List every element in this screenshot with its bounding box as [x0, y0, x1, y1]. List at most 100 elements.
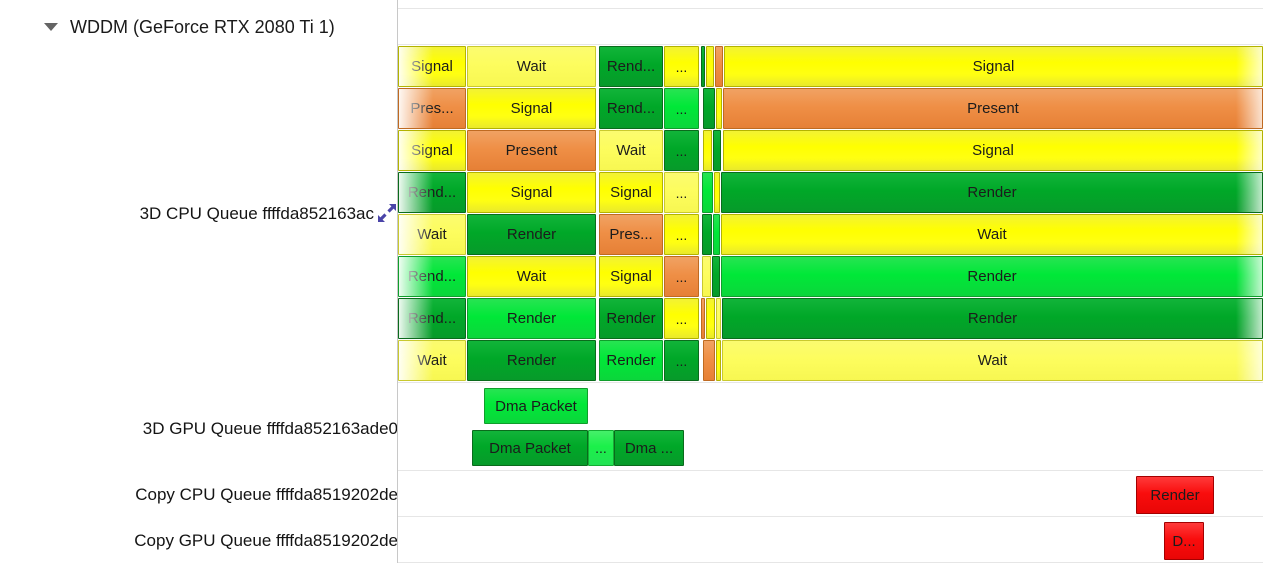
timeline-segment[interactable]: [701, 46, 705, 87]
timeline-segment[interactable]: [716, 88, 722, 129]
timeline-segment[interactable]: [703, 88, 715, 129]
timeline-segment[interactable]: Render: [721, 256, 1263, 297]
timeline-segment[interactable]: Rend...: [398, 256, 466, 297]
timeline-segment[interactable]: Wait: [467, 256, 596, 297]
timeline-segment[interactable]: Present: [467, 130, 596, 171]
timeline-segment[interactable]: Rend...: [398, 172, 466, 213]
timeline-segment[interactable]: Dma Packet: [484, 388, 588, 424]
timeline-segment[interactable]: Signal: [724, 46, 1263, 87]
3d-gpu-queue-lane-0: Dma Packet: [398, 388, 1263, 424]
triangle-down-icon[interactable]: [44, 23, 58, 31]
timeline-segment[interactable]: ...: [664, 130, 699, 171]
timeline-segment[interactable]: ...: [664, 298, 699, 339]
3d-gpu-queue-lane-1: Dma Packet... Dma ...: [398, 430, 1263, 466]
timeline-segment[interactable]: [713, 214, 720, 255]
timeline-segment[interactable]: Wait: [722, 340, 1263, 381]
timeline-segment[interactable]: [712, 256, 720, 297]
segment-label: ...: [675, 58, 688, 75]
row-label-text: Copy GPU Queue ffffda8519202de: [134, 531, 398, 550]
timeline-segment[interactable]: Signal: [599, 172, 663, 213]
segment-label: Render: [606, 352, 656, 369]
segment-label: ...: [595, 440, 607, 456]
collapse-arrows-icon[interactable]: [376, 203, 397, 223]
timeline-segment[interactable]: Signal: [398, 46, 466, 87]
row-label-3d-gpu-queue[interactable]: 3D GPU Queue ffffda852163ade0: [0, 416, 397, 442]
group-header-wddm[interactable]: WDDM (GeForce RTX 2080 Ti 1): [0, 11, 397, 43]
segment-label: Wait: [417, 226, 447, 243]
timeline-segment[interactable]: D...: [1164, 522, 1204, 560]
timeline-segment[interactable]: Wait: [398, 214, 466, 255]
segment-label: ...: [675, 142, 688, 159]
timeline-segment[interactable]: ...: [664, 256, 699, 297]
timeline-segment[interactable]: [714, 172, 720, 213]
timeline-segment[interactable]: ...: [664, 88, 699, 129]
segment-label: Signal: [411, 58, 453, 75]
timeline-segment[interactable]: Signal: [599, 256, 663, 297]
timeline-segment[interactable]: Present: [723, 88, 1263, 129]
row-label-3d-cpu-queue[interactable]: 3D CPU Queue ffffda852163ac: [0, 200, 397, 228]
row-separator: [398, 470, 1263, 471]
timeline-segment[interactable]: Render: [721, 172, 1263, 213]
segment-label: Dma ...: [624, 439, 674, 457]
timeline-segment[interactable]: [701, 298, 705, 339]
timeline-segment[interactable]: Render: [467, 214, 596, 255]
timeline-segment[interactable]: Render: [722, 298, 1263, 339]
timeline-segment[interactable]: Signal: [398, 130, 466, 171]
timeline-segment[interactable]: Rend...: [398, 298, 466, 339]
timeline-segment[interactable]: Wait: [721, 214, 1263, 255]
3d-cpu-queue-lane-6: Rend... Render Render... Render: [398, 298, 1263, 339]
timeline-segment[interactable]: Render: [467, 298, 596, 339]
timeline-segment[interactable]: Pres...: [599, 214, 663, 255]
segment-label: ...: [675, 184, 688, 201]
row-separator: [398, 382, 1263, 383]
3d-cpu-queue-lane-1: Pres...Signal Rend...... Present: [398, 88, 1263, 129]
row-separator: [398, 8, 1263, 9]
timeline-segment[interactable]: Render: [467, 340, 596, 381]
segment-label: ...: [675, 352, 688, 369]
segment-label: Present: [967, 100, 1019, 117]
timeline-segment[interactable]: [702, 172, 713, 213]
segment-label: Dma Packet: [489, 439, 571, 457]
timeline-segment[interactable]: ...: [664, 46, 699, 87]
timeline-segment[interactable]: Render: [599, 298, 663, 339]
timeline-segment[interactable]: [703, 340, 715, 381]
segment-label: Render: [967, 268, 1017, 285]
timeline-segment[interactable]: Rend...: [599, 88, 663, 129]
timeline-segment[interactable]: [713, 130, 721, 171]
timeline-segment[interactable]: [706, 298, 715, 339]
timeline-segment[interactable]: Dma ...: [614, 430, 684, 466]
timeline-segment[interactable]: [706, 46, 714, 87]
timeline-segment[interactable]: [703, 130, 712, 171]
timeline-segment[interactable]: [702, 214, 712, 255]
timeline-segment[interactable]: Wait: [398, 340, 466, 381]
timeline-segment[interactable]: Dma Packet: [472, 430, 588, 466]
segment-label: Rend...: [606, 100, 656, 117]
timeline-segment[interactable]: ...: [588, 430, 614, 466]
timeline-segment[interactable]: ...: [664, 172, 699, 213]
timeline-segment[interactable]: Signal: [723, 130, 1263, 171]
row-label-copy-gpu-queue[interactable]: Copy GPU Queue ffffda8519202de: [0, 528, 398, 554]
timeline-segment[interactable]: Wait: [599, 130, 663, 171]
segment-label: Present: [505, 142, 558, 159]
timeline-segment[interactable]: [715, 46, 723, 87]
timeline-segment[interactable]: [716, 340, 721, 381]
timeline-segment[interactable]: Rend...: [599, 46, 663, 87]
timeline-segment[interactable]: ...: [664, 340, 699, 381]
timeline-segment[interactable]: Signal: [467, 88, 596, 129]
timeline-segment[interactable]: Wait: [467, 46, 596, 87]
timeline-segment[interactable]: Render: [1136, 476, 1214, 514]
row-label-copy-cpu-queue[interactable]: Copy CPU Queue ffffda8519202de: [0, 482, 397, 508]
segment-label: ...: [675, 310, 688, 327]
timeline-segment[interactable]: Pres...: [398, 88, 466, 129]
segment-label: Rend...: [407, 310, 457, 327]
timeline-segment[interactable]: Signal: [467, 172, 596, 213]
timeline-segment[interactable]: ...: [664, 214, 699, 255]
timeline-segment[interactable]: [716, 298, 721, 339]
timeline-segment[interactable]: [702, 256, 711, 297]
row-separator: [398, 516, 1263, 517]
timeline-segment[interactable]: Render: [599, 340, 663, 381]
segment-label: Render: [506, 310, 557, 327]
